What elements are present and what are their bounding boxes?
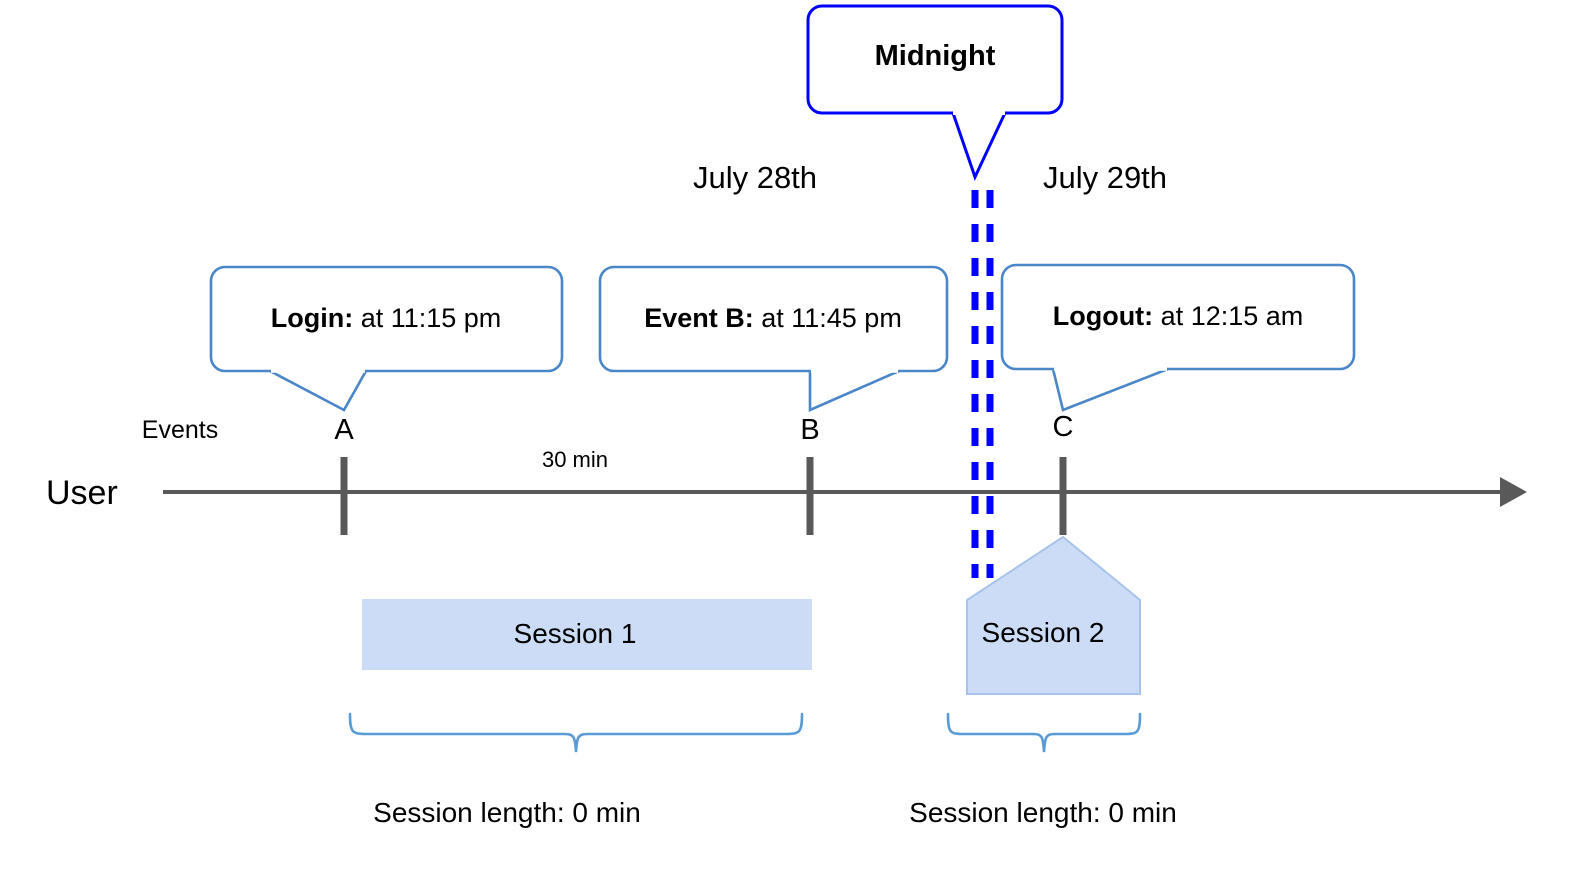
callout-login-bold: Login: <box>270 303 354 333</box>
session-2-brace <box>946 712 1142 753</box>
callout-event-b-rest: at 11:45 pm <box>753 303 902 333</box>
callout-event-b-box <box>598 265 949 373</box>
date-label-july-29: July 29th <box>1042 160 1168 195</box>
events-row-label: Events <box>141 416 219 444</box>
session-1-label: Session 1 <box>513 618 637 649</box>
callout-login-box <box>209 265 564 373</box>
callout-logout-bold: Logout: <box>1052 301 1154 331</box>
session-1-length-label: Session length: 0 min <box>373 797 641 828</box>
callout-login-tail <box>269 369 368 412</box>
session-2-label: Session 2 <box>981 617 1105 648</box>
callout-login[interactable] <box>209 265 564 412</box>
callout-event-b-bold: Event B: <box>644 303 754 333</box>
date-label-july-28: July 28th <box>692 160 818 195</box>
callout-login-label: Login: at 11:15 pm <box>271 303 502 334</box>
callout-event-b[interactable] <box>598 265 949 412</box>
tick-label-a: A <box>334 414 354 446</box>
callout-logout-tail <box>1051 367 1169 412</box>
tick-label-b: B <box>800 414 820 446</box>
event-ticks <box>340 457 1067 535</box>
callout-login-rest: at 11:15 pm <box>353 303 502 333</box>
user-row-label: User <box>46 474 118 512</box>
callout-logout-box <box>1000 263 1356 371</box>
midnight-callout-label: Midnight <box>874 40 996 72</box>
midnight-callout-box <box>806 4 1064 115</box>
session-1-brace <box>348 712 804 753</box>
interval-label-30-min: 30 min <box>541 447 609 472</box>
callout-logout-rest: at 12:15 am <box>1153 301 1304 331</box>
timeline-axis <box>163 477 1527 507</box>
callout-logout-label: Logout: at 12:15 am <box>1053 301 1304 332</box>
callout-event-b-tail <box>808 369 900 412</box>
midnight-dashed-lines <box>971 190 994 578</box>
midnight-callout[interactable] <box>806 4 1064 181</box>
timeline-arrowhead-icon <box>1500 477 1527 507</box>
callout-event-b-label: Event B: at 11:45 pm <box>644 303 902 334</box>
session-2-box[interactable] <box>966 535 1141 695</box>
tick-label-c: C <box>1052 411 1074 443</box>
session-1-box[interactable] <box>362 599 812 670</box>
callout-logout[interactable] <box>1000 263 1356 412</box>
midnight-callout-tail <box>951 112 1007 181</box>
session-2-length-label: Session length: 0 min <box>909 797 1177 828</box>
